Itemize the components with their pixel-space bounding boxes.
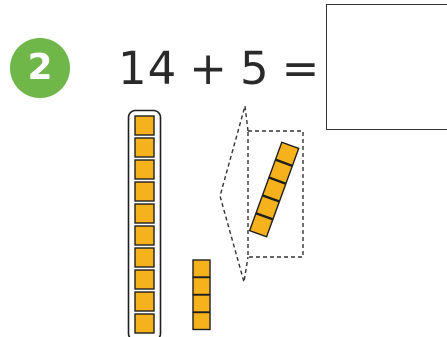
ten-rod-cube xyxy=(135,182,154,201)
ten-rod-cube xyxy=(135,204,154,223)
ones-cube xyxy=(193,260,210,277)
added-cubes xyxy=(250,142,299,236)
ten-rod-cube xyxy=(135,248,154,267)
ones-cube xyxy=(193,278,210,295)
ones-cubes xyxy=(193,260,210,330)
ones-cube xyxy=(193,313,210,330)
ten-rod-cube xyxy=(135,226,154,245)
ten-rod-cube xyxy=(135,314,154,333)
ten-rod-cube xyxy=(135,138,154,157)
ten-rod-cube xyxy=(135,292,154,311)
callout-pointer xyxy=(220,106,248,282)
ones-cube xyxy=(193,295,210,312)
ten-rod-cube xyxy=(135,270,154,289)
ten-rod xyxy=(135,116,154,333)
ten-rod-cube xyxy=(135,116,154,135)
ten-rod-cube xyxy=(135,160,154,179)
